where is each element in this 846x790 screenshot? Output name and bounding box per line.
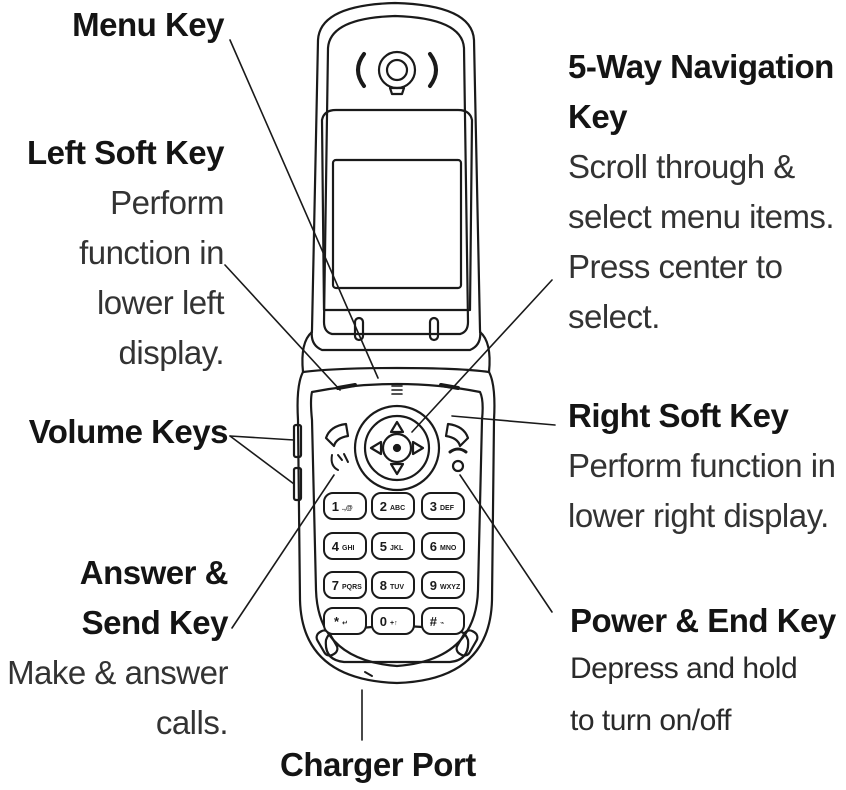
answer-send-title-1: Answer & bbox=[79, 554, 229, 591]
answer-send-key-label: Answer & Send Key Make & answer calls. bbox=[0, 548, 228, 748]
keypad-key-letters: ABC bbox=[390, 505, 405, 512]
answer-send-desc-1: Make & answer bbox=[7, 654, 228, 691]
keypad-key-letters: ↵ bbox=[342, 620, 348, 627]
earpiece-icon bbox=[377, 50, 417, 90]
left-soft-key-desc-1: Perform bbox=[110, 184, 224, 221]
nav-select-button bbox=[381, 432, 413, 464]
keypad-key-letters: +↑ bbox=[390, 620, 398, 627]
display-screen bbox=[331, 158, 463, 290]
power-end-desc-2: to turn on/off bbox=[570, 704, 731, 737]
keypad-key-number: 8 bbox=[380, 578, 387, 593]
keypad-key-number: 2 bbox=[380, 499, 387, 514]
leader-left-soft-key bbox=[224, 264, 341, 391]
nav-key-ring bbox=[353, 404, 441, 492]
power-end-title: Power & End Key bbox=[570, 602, 836, 639]
nav-key-title-1: 5-Way Navigation bbox=[568, 48, 834, 85]
menu-key-title: Menu Key bbox=[72, 6, 224, 43]
charger-port-title: Charger Port bbox=[280, 746, 476, 783]
answer-send-desc-2: calls. bbox=[155, 704, 229, 741]
left-soft-key-desc-4: display. bbox=[118, 334, 225, 371]
keypad-key-letters: MNO bbox=[440, 545, 457, 552]
send-key-icon bbox=[330, 453, 349, 471]
volume-keys-title: Volume Keys bbox=[28, 413, 229, 450]
keypad-key-letters: DEF bbox=[440, 505, 455, 512]
flip-inner-outline bbox=[322, 14, 470, 336]
nav-key-title-2: Key bbox=[568, 98, 628, 135]
keypad-key-number: 0 bbox=[380, 614, 387, 629]
leader-menu-key bbox=[229, 39, 379, 379]
left-soft-key-label: Left Soft Key Perform function in lower … bbox=[0, 128, 225, 378]
keypad-key-pound: #⌁ bbox=[421, 607, 465, 635]
keypad-key-star: *↵ bbox=[323, 607, 367, 635]
leader-right-soft-key bbox=[451, 415, 556, 426]
nav-key-desc-2: select menu items. bbox=[568, 198, 835, 235]
nav-key-desc-4: select. bbox=[568, 298, 660, 335]
power-end-key-label: Power & End Key Depress and hold to turn… bbox=[570, 596, 846, 744]
right-soft-key bbox=[439, 383, 460, 390]
keypad-key-letters: JKL bbox=[390, 545, 404, 552]
leader-answer-send bbox=[231, 474, 335, 629]
leader-power-end bbox=[459, 474, 553, 613]
keypad-key-number: 6 bbox=[430, 539, 437, 554]
keypad-key-letters: TUV bbox=[390, 584, 404, 591]
volume-key-upper bbox=[292, 423, 303, 459]
right-soft-key-desc-2: lower right display. bbox=[568, 497, 829, 534]
left-soft-key-title: Left Soft Key bbox=[26, 134, 225, 171]
keypad-key-number: 7 bbox=[332, 578, 339, 593]
nav-key-desc-1: Scroll through & bbox=[568, 148, 795, 185]
flip-outline bbox=[310, 1, 482, 352]
display-bezel bbox=[320, 108, 474, 312]
left-soft-key-desc-3: lower left bbox=[96, 284, 225, 321]
right-soft-key-title: Right Soft Key bbox=[568, 397, 789, 434]
left-soft-key-desc-2: function in bbox=[79, 234, 224, 271]
keypad-key-number: 5 bbox=[380, 539, 387, 554]
keypad-key-1: 1.,@ bbox=[323, 492, 367, 520]
keypad-key-0: 0+↑ bbox=[371, 607, 415, 635]
keypad-key-number: 4 bbox=[332, 539, 340, 554]
right-soft-key-label: Right Soft Key Perform function in lower… bbox=[568, 391, 846, 541]
keypad-key-letters: GHI bbox=[342, 545, 355, 552]
menu-key-icon bbox=[391, 385, 403, 395]
keypad-key-letters: .,@ bbox=[342, 505, 353, 512]
right-soft-key-desc-1: Perform function in bbox=[568, 447, 836, 484]
left-soft-key bbox=[336, 383, 357, 390]
keypad-key-letters: WXYZ bbox=[440, 584, 461, 591]
leader-nav-key bbox=[411, 279, 553, 433]
keypad-key-letters: ⌁ bbox=[440, 620, 444, 627]
keypad-key-number: 1 bbox=[332, 499, 339, 514]
keypad-key-number: 3 bbox=[430, 499, 437, 514]
nav-key-desc-3: Press center to bbox=[568, 248, 783, 285]
keypad-key-number: # bbox=[430, 614, 438, 629]
keypad-key-letters: PQRS bbox=[342, 584, 362, 591]
keypad-key-number: * bbox=[334, 614, 340, 629]
leader-volume-keys-1 bbox=[229, 435, 295, 441]
keypad-key-number: 9 bbox=[430, 578, 437, 593]
body-outline bbox=[296, 366, 496, 685]
power-end-desc-1: Depress and hold bbox=[570, 652, 798, 685]
leader-volume-keys-2 bbox=[229, 435, 295, 485]
answer-send-title-2: Send Key bbox=[81, 604, 229, 641]
nav-key-label: 5-Way Navigation Key Scroll through & se… bbox=[568, 42, 846, 342]
end-key-icon bbox=[448, 447, 468, 454]
